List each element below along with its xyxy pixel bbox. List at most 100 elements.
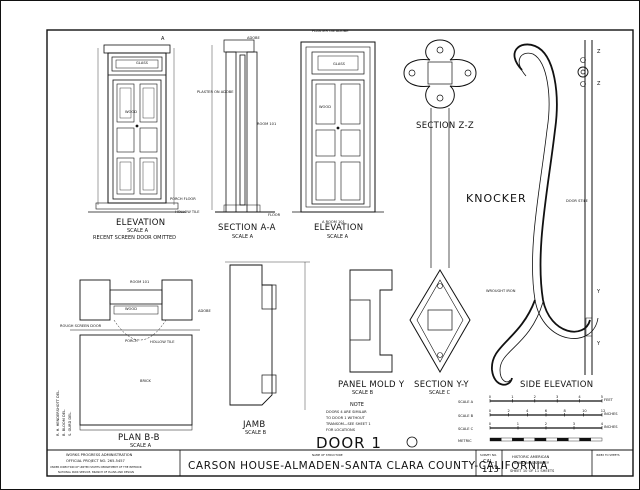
- delineator-credits: R. H. HENDERSHOTT DEL. B. BLOOM DEL. S. …: [56, 390, 72, 436]
- scale-c-tick-label: 1: [517, 422, 519, 426]
- scale-b-tick-label: 4: [526, 409, 529, 413]
- jamb-scale: SCALE B: [245, 430, 267, 436]
- scale-a-tick-label: 5: [601, 395, 603, 399]
- metric-label: METRIC: [458, 439, 472, 443]
- svg-text:GLASS: GLASS: [333, 62, 346, 66]
- section-yy-title: SECTION Y-Y: [414, 380, 469, 390]
- jamb-view: [225, 261, 310, 410]
- elevation-room-view: GLASS WOOD: [292, 41, 384, 213]
- scale-b-tick-label: 8: [563, 409, 566, 413]
- section-yy-view: [409, 269, 471, 374]
- elevation-left-scale: SCALE A: [127, 228, 149, 234]
- scale-c-tick-label: 2: [545, 422, 547, 426]
- svg-text:WOOD: WOOD: [125, 307, 137, 311]
- note-line-4: FOR LOCATIONS: [326, 428, 356, 432]
- survey-caption: SURVEY NO.: [480, 453, 497, 457]
- scale-a-tick-label: 4: [578, 395, 581, 399]
- knocker-side-view: Z Z Y Y: [491, 40, 601, 386]
- svg-text:WOOD: WOOD: [319, 105, 331, 109]
- metric-bar-segment: [534, 437, 547, 442]
- note-line-1: DOORS 4 ARE SIMILAR: [326, 410, 367, 414]
- scale-b-unit: INCHES: [604, 412, 618, 416]
- svg-text:Y: Y: [596, 289, 601, 295]
- svg-text:GLASS: GLASS: [136, 61, 149, 65]
- index-caption: INDEX TO SHEETS: [596, 453, 620, 457]
- hollow-tile-label: HOLLOW TILE: [175, 210, 200, 214]
- scale-c-label: SCALE C: [458, 427, 474, 431]
- survey-state: CAL.: [483, 459, 495, 465]
- scale-a-unit: FEET: [604, 398, 614, 402]
- scale-b-label: SCALE B: [458, 414, 474, 418]
- svg-text:A: A: [161, 36, 165, 42]
- room-101-plan-label: ROOM 101: [130, 280, 149, 284]
- section-aa-scale: SCALE A: [232, 234, 254, 240]
- structure-name: CARSON HOUSE-ALMADEN-SANTA CLARA COUNTY-…: [188, 460, 548, 472]
- note-line-3: TRANSOM—SEE SHEET 1: [325, 422, 371, 426]
- elevation-left-title: ELEVATION: [116, 218, 165, 228]
- jamb-title: JAMB: [242, 420, 266, 430]
- survey-number: 113: [482, 465, 499, 475]
- side-elevation-title: SIDE ELEVATION: [520, 380, 593, 390]
- panel-mold-view: [349, 269, 393, 373]
- section-zz-view: [403, 39, 477, 268]
- hex-seal-icon: [406, 436, 418, 448]
- scale-b-tick-label: 12: [601, 409, 606, 413]
- scale-a-tick-label: 1: [511, 395, 513, 399]
- note-line-2: TO DOOR 1 WITHOUT: [325, 416, 366, 420]
- scale-c-tick-label: 3: [573, 422, 575, 426]
- agency-line-4: NATIONAL PARK SERVICE, BRANCH OF PLANS A…: [58, 470, 134, 474]
- metric-bar-segment: [557, 437, 569, 442]
- elevation-room-sub: A ROOM 101: [322, 220, 345, 224]
- scale-a-tick-label: 3: [556, 395, 558, 399]
- wrought-iron-label: WROUGHT IRON: [486, 289, 516, 293]
- porch-floor-label: PORCH FLOOR: [170, 197, 196, 201]
- scale-b-tick-label: 10: [582, 409, 587, 413]
- section-aa-view: [211, 39, 275, 213]
- metric-bar-segment: [489, 437, 502, 442]
- metric-bar-segment: [590, 437, 603, 442]
- floor-label: FLOOR: [268, 213, 281, 217]
- agency-line-3: UNDER DIRECTION OF UNITED STATES DEPARTM…: [50, 465, 142, 469]
- section-zz-title: SECTION Z-Z: [416, 121, 474, 131]
- sheet-number: SHEET 10 OF 11 SHEETS: [510, 469, 555, 473]
- hollow-tile-plan-label: HOLLOW TILE: [150, 340, 175, 344]
- scale-a-tick-label: 2: [534, 395, 536, 399]
- scale-c-tick-label: 4: [601, 422, 604, 426]
- metric-bar-segment: [523, 437, 535, 442]
- elevation-room-title: ELEVATION: [314, 223, 363, 233]
- agency-line-1: WORKS PROGRESS ADMINISTRATION: [66, 453, 133, 457]
- section-aa-title: SECTION A-A: [218, 223, 276, 233]
- scale-b-tick-label: 2: [507, 409, 509, 413]
- scale-b-tick-label: 0: [489, 409, 492, 413]
- knocker-title: KNOCKER: [466, 192, 527, 205]
- elevation-left-note: RECENT SCREEN DOOR OMITTED: [93, 235, 176, 241]
- scale-b-tick-label: 6: [545, 409, 548, 413]
- scale-c-unit: INCHES: [604, 425, 618, 429]
- adobe-label: ADOBE: [247, 36, 261, 40]
- metric-bar-segment: [545, 437, 558, 442]
- name-caption: NAME OF STRUCTURE: [312, 453, 343, 457]
- scale-a-tick-label: 0: [489, 395, 492, 399]
- metric-bar-segment: [568, 437, 580, 442]
- plan-bb-title: PLAN B-B: [118, 433, 160, 443]
- delineator-1: R. H. HENDERSHOTT DEL.: [56, 390, 60, 436]
- metric-bar-segment: [501, 437, 513, 442]
- note-heading: NOTE: [350, 402, 364, 408]
- note-block: NOTE DOORS 4 ARE SIMILAR TO DOOR 1 WITHO…: [325, 402, 371, 432]
- plan-bb-scale: SCALE A: [130, 443, 152, 449]
- adobe-jamb-label: ADOBE: [198, 309, 212, 313]
- screen-door-label: ROUGH SCREEN DOOR: [60, 324, 102, 328]
- brick-label: BRICK: [140, 379, 152, 383]
- svg-text:Y: Y: [596, 341, 601, 347]
- door-stile-label: DOOR STILE: [566, 199, 589, 203]
- plan-bb-view: WOOD: [70, 279, 200, 431]
- panel-mold-title: PANEL MOLD Y: [338, 380, 405, 390]
- metric-bar-segment: [579, 437, 591, 442]
- panel-mold-scale: SCALE B: [352, 390, 374, 396]
- elevation-left-view: A WOOD GLASS: [88, 36, 186, 213]
- metric-bar-segment: [512, 437, 524, 442]
- survey-title-2: BUILDINGS SURVEY: [514, 461, 550, 465]
- scale-a-label: SCALE A: [458, 400, 474, 404]
